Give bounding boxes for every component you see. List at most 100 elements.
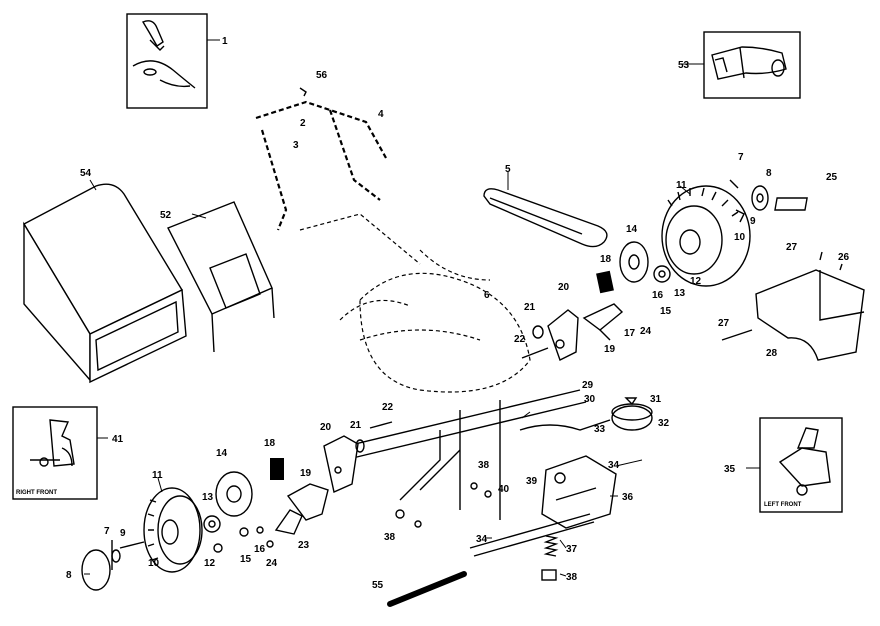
bag-frame-52 — [167, 201, 275, 353]
callout-1: 1 — [222, 36, 228, 47]
callout-11a: 11 — [676, 180, 687, 191]
pulley-upper-14 — [619, 241, 649, 283]
callout-3: 3 — [293, 140, 299, 151]
callout-34b: 34 — [476, 534, 488, 545]
callout-40: 40 — [498, 484, 510, 495]
callout-7b: 7 — [104, 526, 110, 537]
bracket-upper-20 — [521, 309, 579, 361]
inset-box-part-41 — [12, 406, 108, 500]
bracket-lower-19 — [274, 421, 393, 535]
spring-37 — [541, 535, 559, 581]
callout-21a: 21 — [524, 302, 536, 313]
callout-17: 17 — [624, 328, 636, 339]
callout-29: 29 — [582, 380, 594, 391]
rear-shield-28 — [721, 251, 865, 361]
rod-55 — [387, 571, 467, 607]
callout-52: 52 — [160, 210, 172, 221]
callout-38a: 38 — [478, 460, 490, 471]
callout-55: 55 — [372, 580, 384, 591]
callout-10a: 10 — [734, 232, 746, 243]
callout-28: 28 — [766, 348, 778, 359]
callout-13b: 13 — [202, 492, 214, 503]
callout-27b: 27 — [718, 318, 730, 329]
callout-10b: 10 — [148, 558, 160, 569]
callout-15a: 15 — [660, 306, 672, 317]
callout-20a: 20 — [558, 282, 570, 293]
callout-16a: 16 — [652, 290, 664, 301]
callout-27a: 27 — [786, 242, 798, 253]
callout-20b: 20 — [320, 422, 332, 433]
callout-54: 54 — [80, 168, 92, 179]
callout-14a: 14 — [626, 224, 638, 235]
callout-9a: 9 — [750, 216, 756, 227]
callout-38c: 38 — [566, 572, 578, 583]
callout-32: 32 — [658, 418, 670, 429]
screw-56 — [299, 87, 307, 97]
callout-30: 30 — [584, 394, 596, 405]
callout-14b: 14 — [216, 448, 228, 459]
pad-lower-18 — [270, 458, 284, 480]
callout-37: 37 — [566, 544, 578, 555]
callout-33: 33 — [594, 424, 606, 435]
hardware-upper-wheel — [729, 179, 769, 223]
callout-2: 2 — [300, 118, 306, 129]
callout-35: 35 — [724, 464, 736, 475]
callout-21b: 21 — [350, 420, 362, 431]
callout-8b: 8 — [66, 570, 72, 581]
hubcap-lower-8 — [81, 540, 145, 591]
callout-23: 23 — [298, 540, 310, 551]
rear-wheel-upper-11 — [661, 185, 751, 287]
callout-7a: 7 — [738, 152, 744, 163]
callout-38b: 38 — [384, 532, 396, 543]
inset-box-part-53 — [694, 31, 801, 99]
callout-18a: 18 — [600, 254, 612, 265]
cover-32 — [611, 397, 653, 431]
callout-56: 56 — [316, 70, 328, 81]
leader-lines — [84, 63, 694, 577]
callout-12b: 12 — [204, 558, 216, 569]
gear-upper-13 — [653, 265, 671, 283]
drive-belt-5 — [483, 172, 608, 248]
inset-box-part-35 — [746, 417, 843, 513]
callout-18b: 18 — [264, 438, 276, 449]
callout-39: 39 — [526, 476, 538, 487]
inset-caption-right-front: RIGHT FRONT — [16, 490, 57, 496]
hardware-lower — [213, 482, 492, 553]
handle-and-deck-outline — [255, 100, 531, 393]
callout-8a: 8 — [766, 168, 772, 179]
pulley-lower-14 — [215, 471, 253, 517]
callout-22b: 22 — [382, 402, 394, 413]
callout-6: 6 — [484, 290, 490, 301]
label-25 — [774, 197, 808, 211]
callout-15b: 15 — [240, 554, 252, 565]
callout-16b: 16 — [254, 544, 266, 555]
grass-bag-54 — [23, 179, 187, 384]
transmission-36 — [469, 455, 617, 557]
callout-36: 36 — [622, 492, 634, 503]
inset-box-part-1 — [126, 13, 220, 109]
callout-31: 31 — [650, 394, 662, 405]
callout-25: 25 — [826, 172, 838, 183]
callout-26: 26 — [838, 252, 850, 263]
callout-19b: 19 — [300, 468, 312, 479]
callout-24a: 24 — [640, 326, 652, 337]
callout-4: 4 — [378, 109, 384, 120]
callout-22a: 22 — [514, 334, 526, 345]
callout-34a: 34 — [608, 460, 620, 471]
callout-11b: 11 — [152, 470, 163, 481]
gear-lower-13 — [203, 515, 221, 533]
pad-upper-18 — [596, 270, 614, 294]
callout-9b: 9 — [120, 528, 126, 539]
callout-12a: 12 — [690, 276, 702, 287]
callout-19a: 19 — [604, 344, 616, 355]
rear-wheel-lower-11 — [143, 487, 203, 573]
callout-13a: 13 — [674, 288, 686, 299]
lever-upper-17 — [582, 303, 624, 341]
inset-caption-left-front: LEFT FRONT — [764, 502, 802, 508]
callout-5: 5 — [505, 164, 511, 175]
callout-41: 41 — [112, 434, 124, 445]
callout-24b: 24 — [266, 558, 278, 569]
callout-53: 53 — [678, 60, 690, 71]
center-axle-frame — [329, 389, 611, 520]
